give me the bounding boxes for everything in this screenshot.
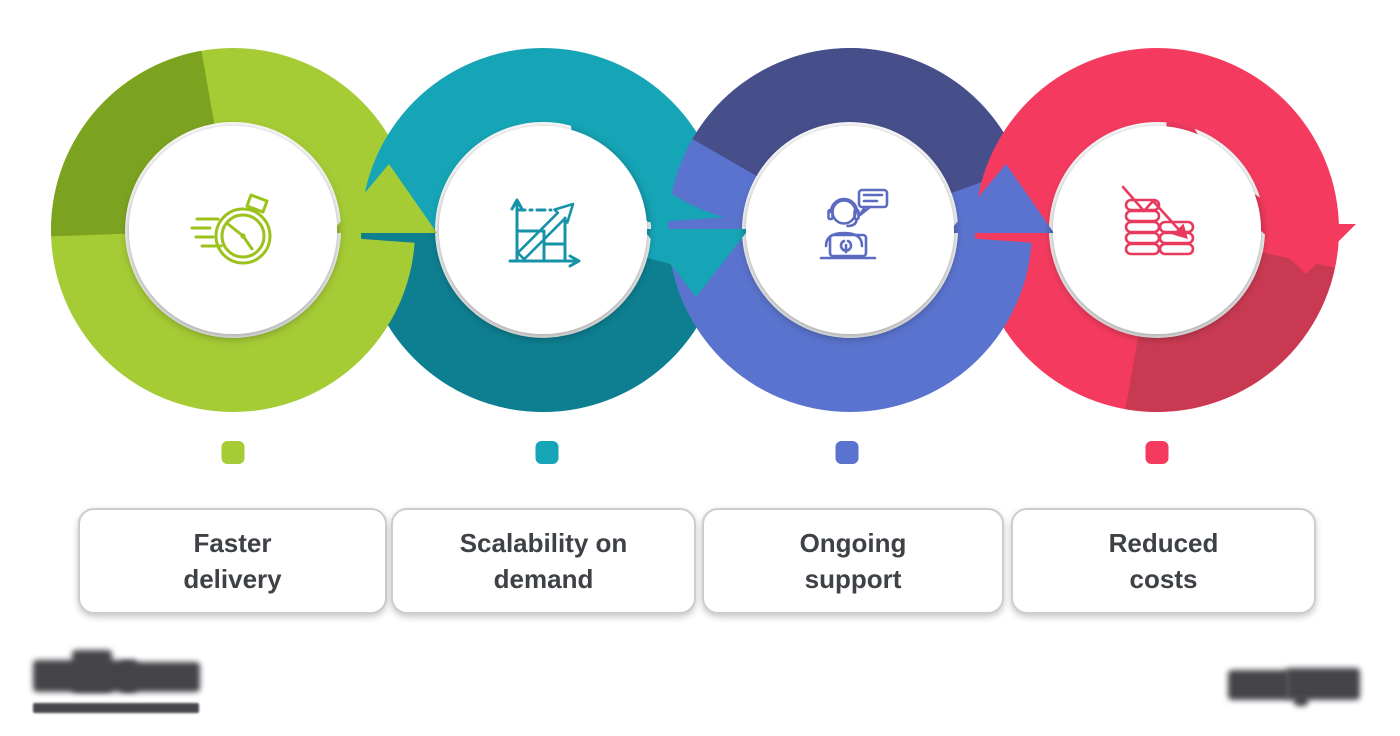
loop-ring-dark-segment: [692, 48, 1021, 194]
inner-circle-1: [129, 126, 337, 334]
step-dot-4: [1145, 441, 1169, 464]
step-label-line1: Faster: [193, 528, 272, 558]
loop-arrow-up-blue: [886, 164, 1054, 401]
step-label-line2: costs: [1129, 564, 1198, 594]
growth-chart-icon: [508, 198, 581, 268]
left-wordmark-blob: [120, 662, 200, 692]
step-card-scalability-on-demand: Scalability on demand: [391, 508, 696, 614]
step-card-reduced-costs: Reduced costs: [1011, 508, 1316, 614]
loop-arrow-up-lime: [269, 164, 437, 401]
step-label-line2: support: [804, 564, 902, 594]
step-dot-1: [221, 441, 245, 464]
loop-ring-dark-segment: [360, 230, 719, 413]
step-dot-3: [835, 441, 859, 464]
step-label-line2: delivery: [183, 564, 282, 594]
loop-reduced-costs: [975, 48, 1339, 412]
right-wordmark-blob: [1228, 670, 1290, 700]
support-agent-icon: [819, 188, 889, 260]
step-dot-2: [535, 441, 559, 464]
process-loops-graphic: [50, 48, 1356, 464]
arrow-head-up: [948, 164, 1054, 233]
loop-ring-dark-segment: [1125, 252, 1335, 412]
left-wordmark-blob: [72, 650, 112, 692]
step-label-line1: Reduced: [1108, 528, 1219, 558]
loop-ring-dark-segment: [50, 50, 215, 237]
arrow-head-up: [331, 164, 437, 233]
inner-circle-3: [746, 126, 954, 334]
right-wordmark-blob: [1294, 694, 1308, 706]
arrow-shaft: [886, 237, 1032, 401]
arrow-head-down: [643, 229, 749, 297]
falling-costs-icon: [1121, 185, 1195, 256]
step-card-ongoing-support: Ongoing support: [702, 508, 1004, 614]
loop-scalability: [360, 48, 725, 413]
step-label-line1: Ongoing: [799, 528, 907, 558]
step-label-line1: Scalability on: [459, 528, 628, 558]
arrow-shaft: [269, 237, 415, 401]
step-label-line2: demand: [493, 564, 594, 594]
left-wordmark-underline: [33, 703, 199, 713]
arrow-head-down: [1254, 224, 1356, 274]
speed-stopwatch-icon: [190, 193, 272, 265]
step-card-faster-delivery: Faster delivery: [78, 508, 387, 614]
